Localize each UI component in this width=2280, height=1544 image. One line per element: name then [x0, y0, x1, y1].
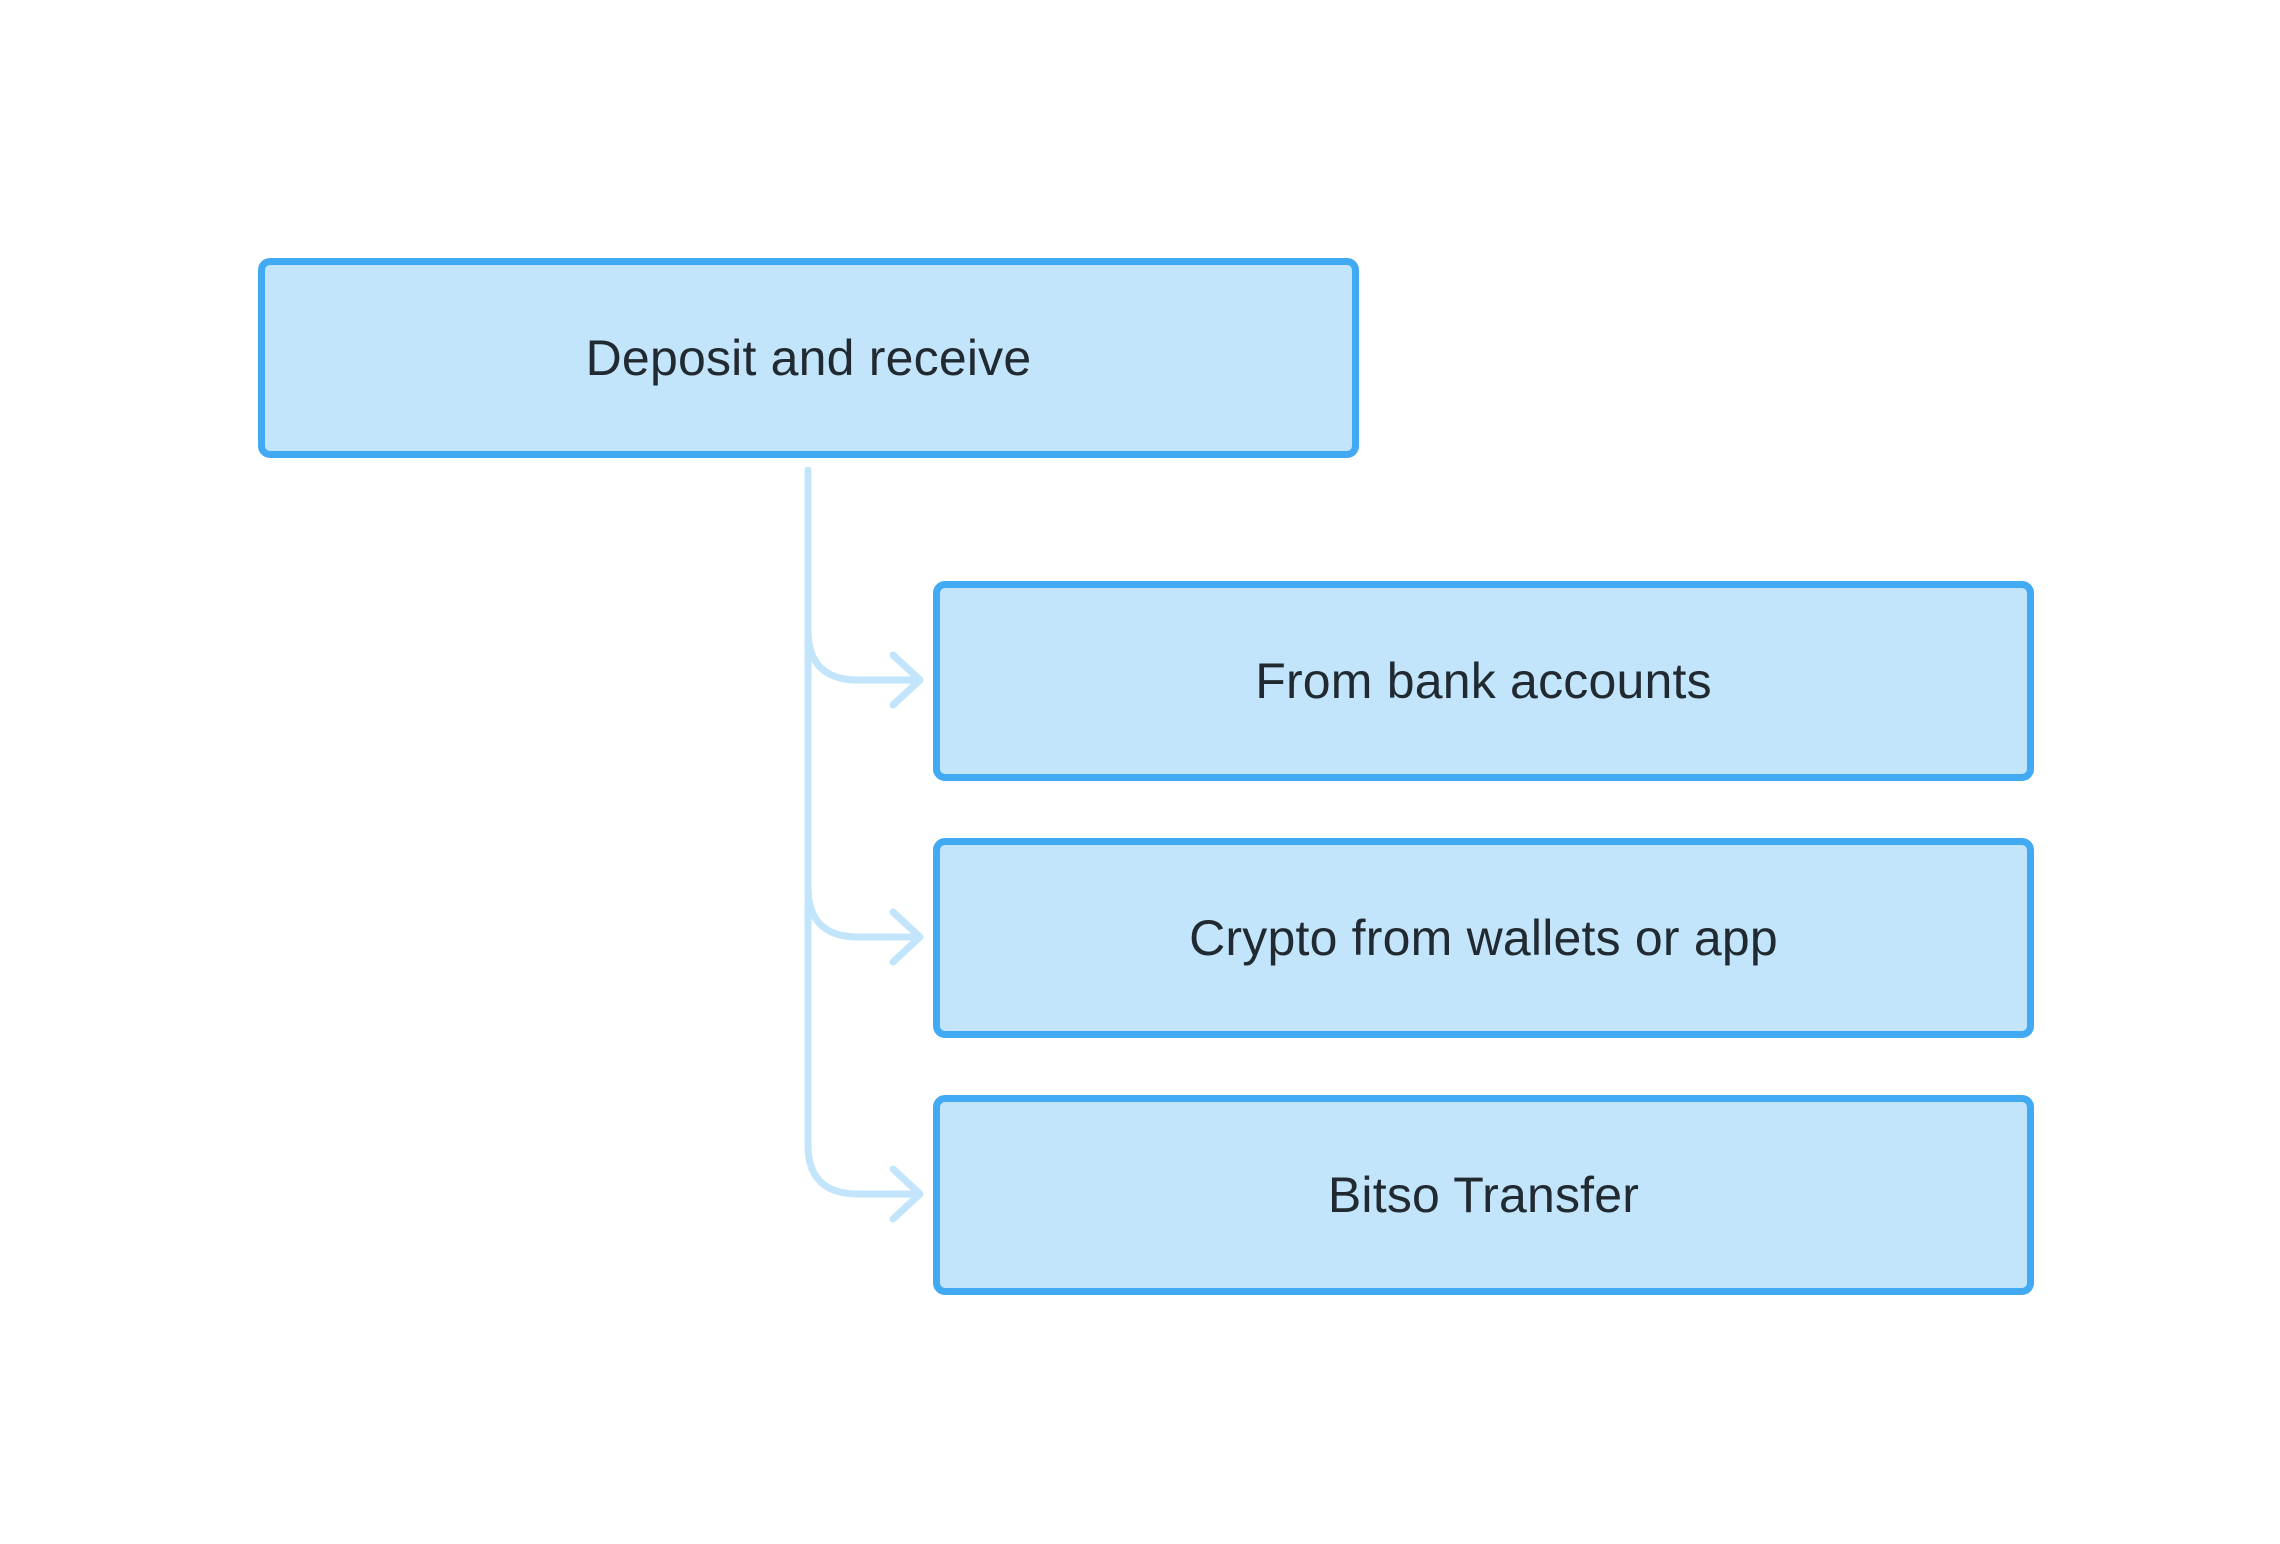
child-node-label: From bank accounts	[1255, 653, 1712, 709]
arrow-head-icon	[889, 1165, 924, 1223]
child-node-bitso-transfer: Bitso Transfer	[933, 1095, 2034, 1295]
arrow-head-icon	[889, 651, 924, 709]
arrow-head-icon	[889, 908, 924, 966]
child-node-label: Crypto from wallets or app	[1189, 910, 1778, 966]
child-node-bank-accounts: From bank accounts	[933, 581, 2034, 781]
root-node: Deposit and receive	[258, 258, 1359, 458]
branch-connector-1	[804, 883, 922, 941]
branch-connector-2	[804, 1141, 922, 1198]
child-node-crypto-wallets: Crypto from wallets or app	[933, 838, 2034, 1038]
child-node-label: Bitso Transfer	[1327, 1167, 1640, 1223]
root-node-label: Deposit and receive	[585, 330, 1032, 386]
branch-connector-0	[804, 626, 922, 684]
